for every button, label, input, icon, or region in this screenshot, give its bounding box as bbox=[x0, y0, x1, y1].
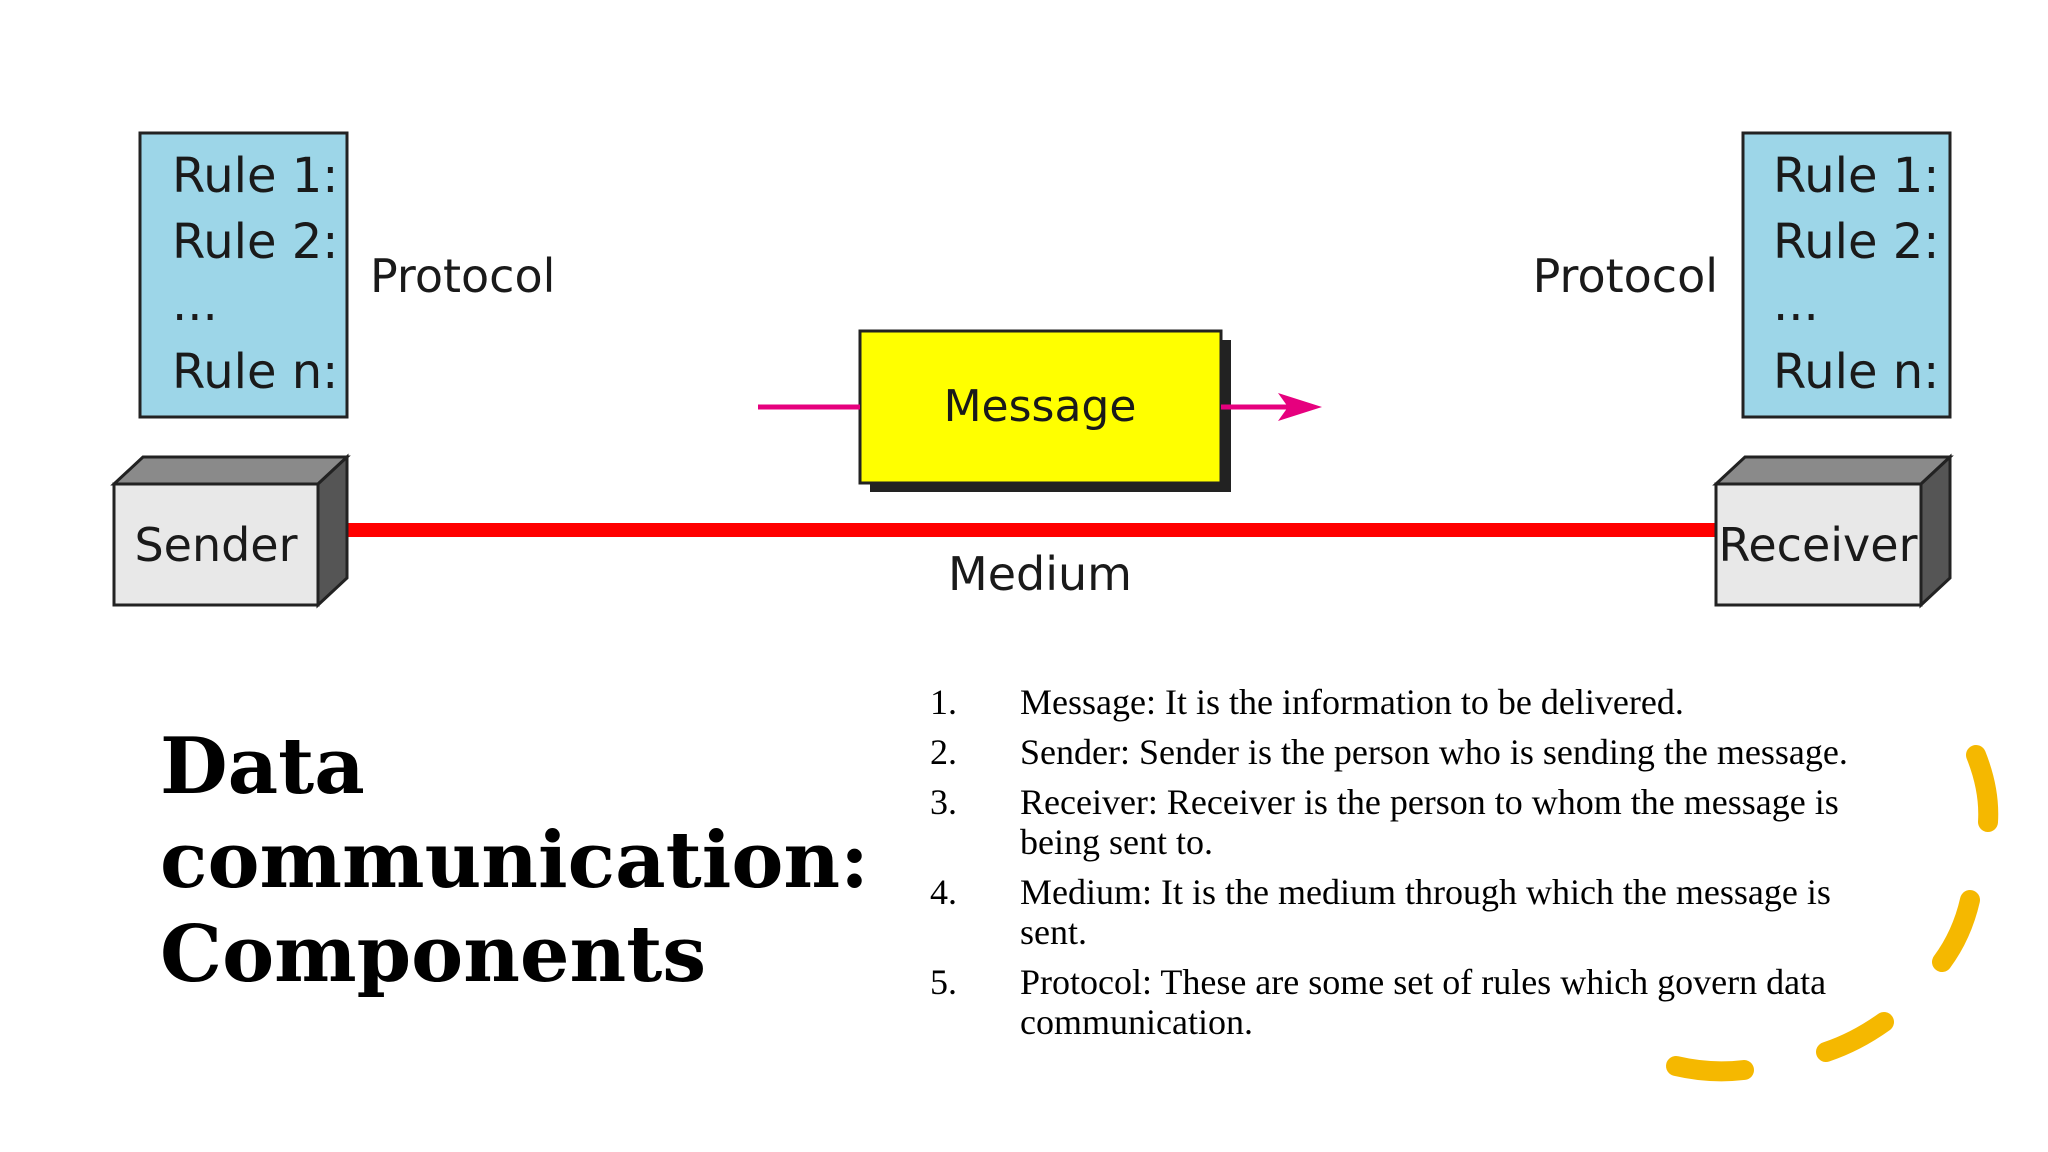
receiver-rule-1: Rule 1: bbox=[1773, 148, 1939, 204]
list-item-number: 4. bbox=[930, 872, 957, 912]
sender-rules-box: Rule 1: Rule 2: ... Rule n: bbox=[138, 131, 349, 419]
receiver-device: Receiver bbox=[1712, 453, 1954, 609]
medium-label: Medium bbox=[948, 547, 1132, 601]
sender-rule-1: Rule 1: bbox=[172, 148, 338, 204]
list-item-text: Medium: It is the medium through which t… bbox=[1020, 872, 1831, 952]
receiver-rule-ellipsis: ... bbox=[1773, 276, 1819, 332]
receiver-rules-box: Rule 1: Rule 2: ... Rule n: bbox=[1741, 131, 1952, 419]
sender-device: Sender bbox=[110, 453, 351, 609]
title-line-3: Components bbox=[160, 909, 707, 1000]
sender-rule-2: Rule 2: bbox=[172, 214, 338, 270]
list-item-number: 5. bbox=[930, 962, 957, 1002]
list-item-number: 3. bbox=[930, 782, 957, 822]
list-item-text: Protocol: These are some set of rules wh… bbox=[1020, 962, 1827, 1042]
message-box: Message bbox=[858, 329, 1231, 492]
sender-protocol-label: Protocol bbox=[370, 249, 555, 303]
sender-rule-ellipsis: ... bbox=[172, 276, 218, 332]
list-item: 1. Message: It is the information to be … bbox=[930, 682, 1880, 722]
receiver-rule-2: Rule 2: bbox=[1773, 214, 1939, 270]
list-item-number: 2. bbox=[930, 732, 957, 772]
message-label: Message bbox=[944, 381, 1137, 432]
list-item: 2. Sender: Sender is the person who is s… bbox=[930, 732, 1880, 772]
list-item-text: Message: It is the information to be del… bbox=[1020, 682, 1684, 722]
receiver-protocol-label: Protocol bbox=[1533, 249, 1718, 303]
sender-label: Sender bbox=[134, 518, 297, 572]
list-item: 4. Medium: It is the medium through whic… bbox=[930, 872, 1880, 952]
sender-rule-n: Rule n: bbox=[172, 344, 338, 400]
list-item-number: 1. bbox=[930, 682, 957, 722]
components-list: 1. Message: It is the information to be … bbox=[930, 682, 1880, 1052]
title-line-1: Data bbox=[160, 721, 365, 812]
receiver-rule-n: Rule n: bbox=[1773, 344, 1939, 400]
receiver-label: Receiver bbox=[1718, 518, 1917, 572]
message-outgoing-arrow bbox=[1221, 393, 1322, 421]
list-item: 3. Receiver: Receiver is the person to w… bbox=[930, 782, 1880, 862]
list-item-text: Sender: Sender is the person who is send… bbox=[1020, 732, 1848, 772]
title-line-2: communication: bbox=[160, 815, 869, 906]
list-item-text: Receiver: Receiver is the person to whom… bbox=[1020, 782, 1839, 862]
slide-title: Data communication: Components bbox=[160, 720, 880, 1002]
list-item: 5. Protocol: These are some set of rules… bbox=[930, 962, 1880, 1042]
